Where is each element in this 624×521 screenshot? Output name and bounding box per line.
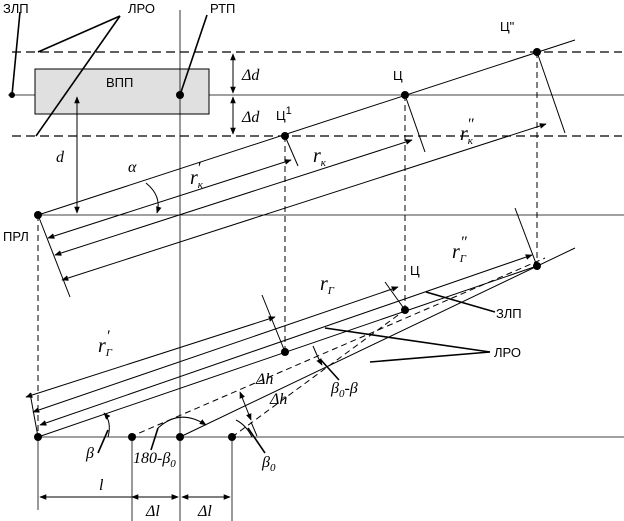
point-ground-132 (128, 433, 136, 441)
lro-leader-4 (369, 351, 491, 363)
label-alpha: α (128, 159, 137, 176)
label-lro-top: ЛРО (128, 1, 155, 16)
point-c-top (401, 91, 409, 99)
zlp-leader-2 (425, 291, 496, 313)
flight-path-top (37, 39, 576, 216)
label-delta-d-upper: Δd (241, 67, 260, 84)
label-rk-prime: rк′ (190, 160, 204, 191)
glide-line-2 (179, 247, 576, 438)
label-c-top: Ц (393, 68, 403, 83)
lro-leader-2 (35, 15, 121, 137)
label-beta: β (85, 445, 94, 462)
side-ext-1 (29, 392, 39, 438)
rtp-leader (179, 14, 208, 96)
perp-side-1 (261, 294, 286, 353)
label-prl: ПРЛ (3, 229, 29, 244)
beta0-arc (235, 419, 253, 438)
beta0-beta-arc (312, 345, 323, 366)
label-d: d (56, 149, 65, 166)
label-c1: Ц1 (276, 105, 292, 123)
label-c-double: Ц" (500, 19, 515, 34)
perp-side-3 (514, 207, 538, 267)
label-rg: rГ (320, 273, 335, 297)
glide-line-dashed (129, 257, 546, 438)
label-delta-h-2: Δh (269, 391, 287, 408)
label-rtp: РТП (210, 1, 235, 16)
point-c-side (401, 306, 409, 314)
label-beta0: β0 (261, 454, 276, 474)
label-vpp: ВПП (106, 75, 133, 90)
rk-prime-ext (37, 214, 71, 298)
label-beta0-beta: β0-β (330, 380, 358, 400)
leader-lines-top (11, 11, 208, 137)
beta0-leader (247, 427, 266, 454)
rk-dprime-arrow (61, 123, 547, 281)
alpha-arc (145, 182, 162, 214)
points (9, 48, 541, 441)
label-rk-dprime: rк″ (460, 116, 474, 147)
lro-leader-3 (324, 327, 491, 353)
delta-h-arrow-1 (239, 391, 252, 421)
label-delta-h-1: Δh (255, 371, 273, 388)
side-view-lines (29, 207, 576, 438)
leader-lines-bottom (97, 291, 496, 454)
point-ground-left (34, 433, 42, 441)
point-rtp (176, 91, 184, 99)
label-delta-l-2: Δl (197, 503, 212, 520)
label-lro-lower: ЛРО (494, 345, 521, 360)
label-180-beta0: 180-β0 (133, 450, 176, 470)
label-delta-d-lower: Δd (241, 109, 260, 126)
point-c2-side (533, 262, 541, 270)
point-c1-top (281, 132, 289, 140)
zlp-leader-1 (11, 11, 21, 96)
point-zlp-left (9, 92, 15, 98)
label-l: l (99, 477, 104, 494)
text-labels: ЗЛП ЛРО РТП ВПП Ц" Ц Ц1 Δd Δd d α ПРЛ rк… (3, 1, 522, 520)
beta-arc (103, 412, 111, 438)
label-rg-prime: rГ′ (98, 328, 113, 359)
perp-c2 (536, 51, 566, 134)
tick-lines (37, 437, 233, 521)
delta-h-arrow-2 (250, 421, 258, 437)
label-zlp-top: ЗЛП (3, 1, 29, 16)
point-ground-232 (228, 433, 236, 441)
label-rk: rк (313, 145, 327, 169)
label-zlp-lower: ЗЛП (496, 306, 522, 321)
beta-180-arc (157, 416, 207, 429)
beta180-leader (150, 427, 159, 451)
perp-c (404, 94, 426, 153)
label-rg-dprime: rГ″ (452, 234, 467, 265)
beta-leader (97, 429, 109, 454)
label-c-lower: Ц (410, 263, 420, 278)
angle-arcs (103, 345, 323, 438)
side-view-arrows (25, 254, 533, 500)
point-ground-180 (176, 433, 184, 441)
label-delta-l-1: Δl (145, 503, 160, 520)
beta0-beta-leader (320, 359, 340, 381)
point-prl (34, 211, 42, 219)
lro-leader-1 (37, 15, 121, 53)
rk-arrow (54, 139, 413, 256)
top-view-arrows (47, 53, 547, 281)
perp-side-2 (384, 281, 406, 311)
point-c2-top (533, 48, 541, 56)
point-c1-side (281, 348, 289, 356)
rg-dprime-arrow (39, 254, 533, 426)
